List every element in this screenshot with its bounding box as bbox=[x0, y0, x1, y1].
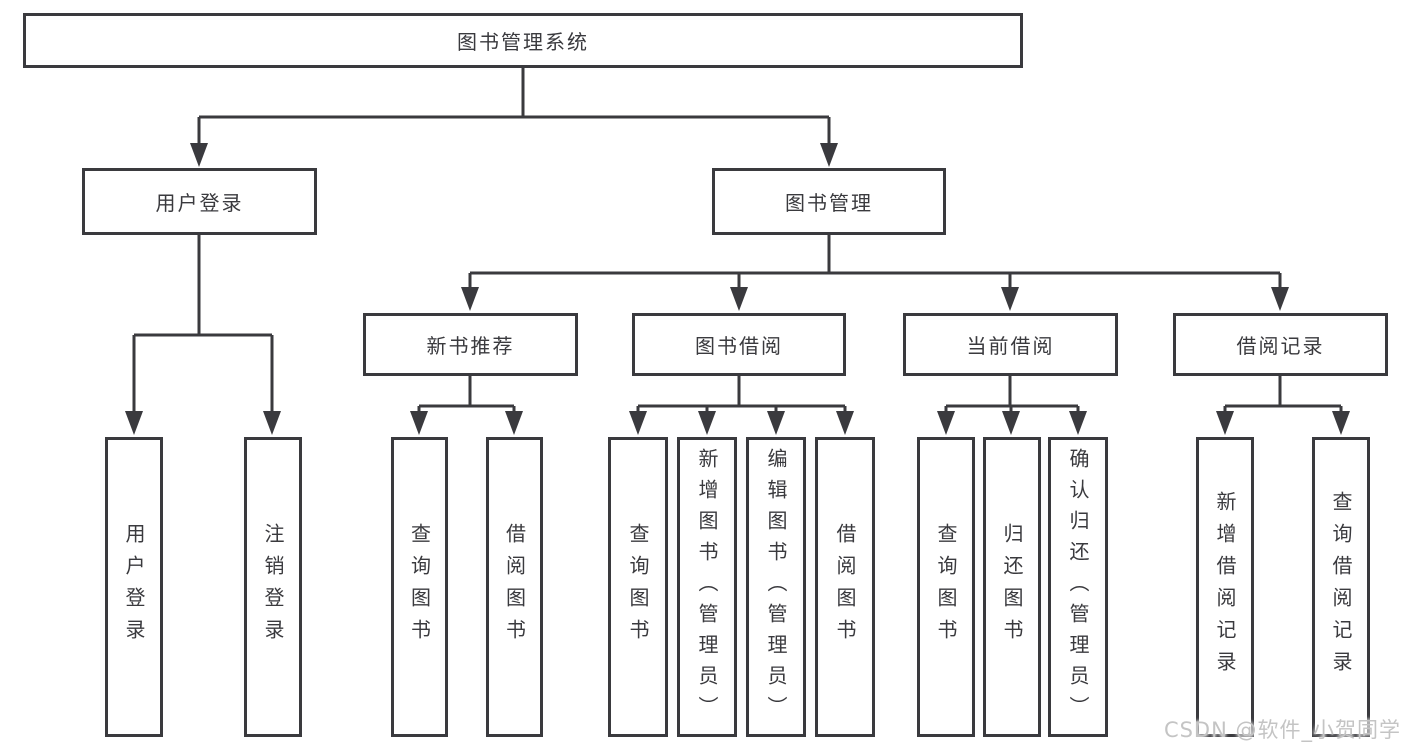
node-book-management: 图书管理 bbox=[712, 168, 946, 235]
leaf-borrow-borrow-books: 借阅图书 bbox=[815, 437, 875, 737]
node-new-book-recommendation: 新书推荐 bbox=[363, 313, 578, 376]
leaf-current-confirm-return-admin: 确认归还（管理员） bbox=[1048, 437, 1108, 737]
leaf-records-query-record: 查询借阅记录 bbox=[1312, 437, 1370, 737]
node-root: 图书管理系统 bbox=[23, 13, 1023, 68]
watermark: CSDN @软件_小贺同学 bbox=[1163, 718, 1401, 742]
leaf-user-login: 用户登录 bbox=[105, 437, 163, 737]
node-book-borrowing: 图书借阅 bbox=[632, 313, 846, 376]
leaf-borrow-query-books: 查询图书 bbox=[608, 437, 668, 737]
node-borrowing-records: 借阅记录 bbox=[1173, 313, 1388, 376]
leaf-current-query-books: 查询图书 bbox=[917, 437, 975, 737]
leaf-current-return-books: 归还图书 bbox=[983, 437, 1041, 737]
leaf-borrow-edit-books-admin: 编辑图书（管理员） bbox=[746, 437, 806, 737]
leaf-newbook-borrow-books: 借阅图书 bbox=[486, 437, 543, 737]
leaf-borrow-add-books-admin: 新增图书（管理员） bbox=[677, 437, 737, 737]
leaf-logout: 注销登录 bbox=[244, 437, 302, 737]
leaf-records-add-record: 新增借阅记录 bbox=[1196, 437, 1254, 737]
node-user-login: 用户登录 bbox=[82, 168, 317, 235]
node-current-borrowing: 当前借阅 bbox=[903, 313, 1118, 376]
leaf-newbook-query-books: 查询图书 bbox=[391, 437, 448, 737]
